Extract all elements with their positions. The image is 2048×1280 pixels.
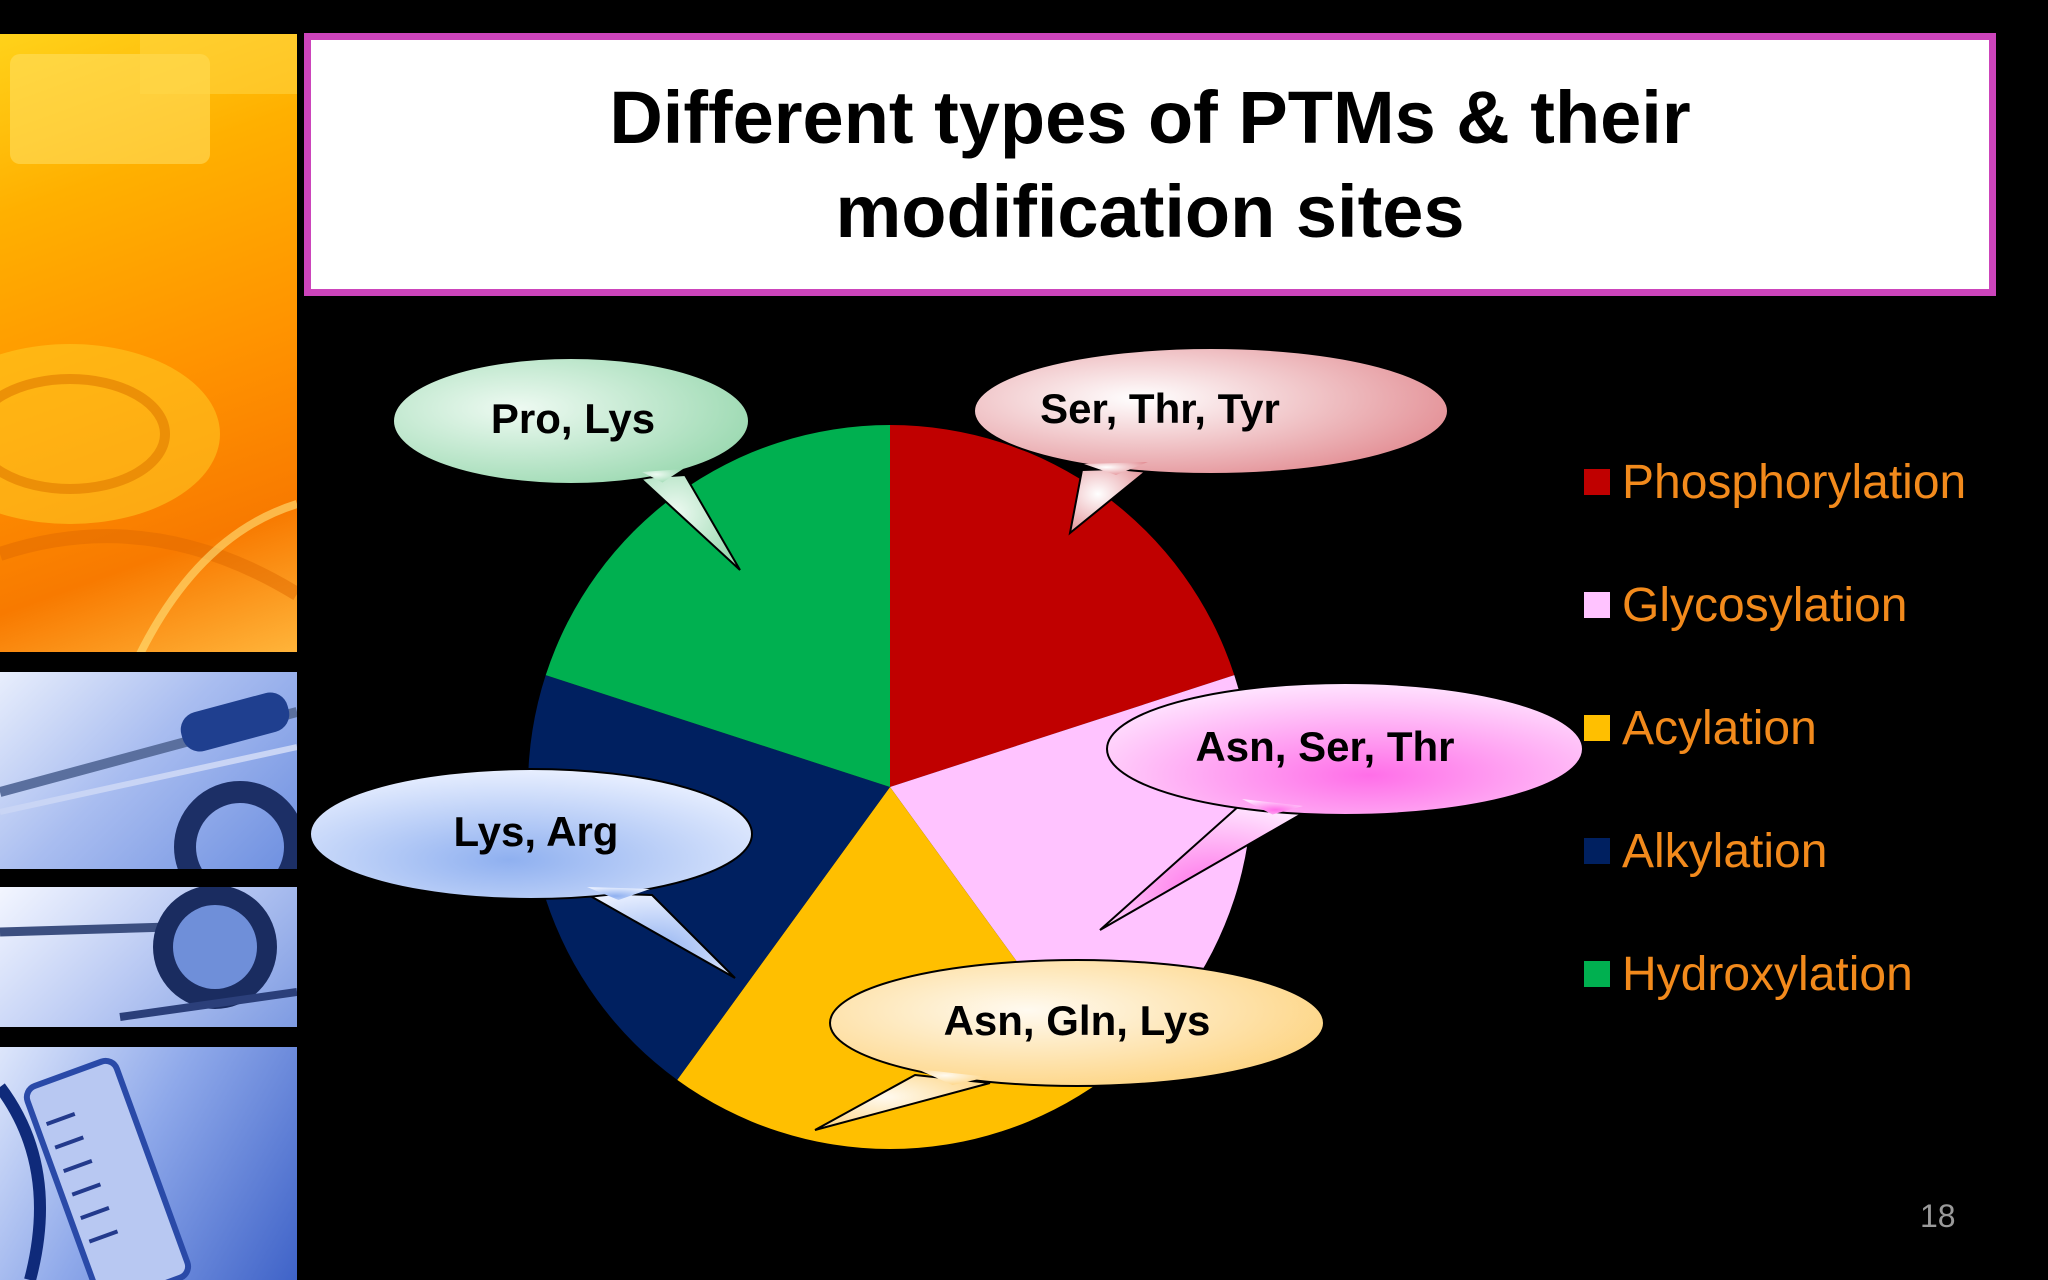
decorative-image-syringe [0, 1047, 297, 1280]
legend-label: Acylation [1622, 701, 1817, 755]
callout-alkylation: Lys, Arg [309, 768, 753, 979]
callout-label: Ser, Thr, Tyr [1040, 385, 1280, 432]
legend-label: Glycosylation [1622, 578, 1908, 632]
decorative-image-stethoscope [0, 34, 297, 652]
legend-label: Hydroxylation [1622, 947, 1913, 1001]
callout-acylation: Asn, Gln, Lys [814, 959, 1325, 1131]
callout-joint [642, 469, 683, 483]
legend-label: Alkylation [1622, 824, 1828, 878]
callout-label: Asn, Ser, Thr [1195, 723, 1454, 770]
legend-swatch [1584, 838, 1610, 864]
callout-label: Pro, Lys [491, 395, 655, 442]
legend-item-acylation: Acylation [1584, 698, 2004, 758]
callout-label: Asn, Gln, Lys [944, 997, 1211, 1044]
slide-title: Different types of PTMs & their modifica… [609, 75, 1691, 253]
pie-slice-phosphorylation [890, 425, 1235, 787]
callout-bubble [1106, 682, 1584, 816]
callout-joint [917, 1069, 988, 1085]
callout-bubble [829, 959, 1325, 1087]
callout-bubble [309, 768, 753, 900]
page-number: 18 [1920, 1198, 1956, 1234]
decorative-image-instrument [0, 672, 297, 869]
callout-joint [1084, 462, 1148, 475]
callout-bubble [392, 357, 750, 485]
pie-slice-hydroxylation [545, 425, 890, 787]
callout-hydroxylation: Pro, Lys [392, 357, 750, 571]
legend-label: Phosphorylation [1622, 455, 1967, 509]
decorative-image-stethoscope-blue [0, 887, 297, 1027]
legend-swatch [1584, 961, 1610, 987]
legend-item-glycosylation: Glycosylation [1584, 575, 2004, 635]
callout-bubble [973, 347, 1449, 475]
legend-item-alkylation: Alkylation [1584, 821, 2004, 881]
callout-joint [1242, 799, 1303, 815]
callout-glycosylation: Asn, Ser, Thr [1099, 682, 1584, 931]
legend-swatch [1584, 592, 1610, 618]
title-box: Different types of PTMs & their modifica… [304, 33, 1996, 296]
legend-swatch [1584, 715, 1610, 741]
legend-swatch [1584, 469, 1610, 495]
legend-item-hydroxylation: Hydroxylation [1584, 944, 2004, 1004]
legend-item-phosphorylation: Phosphorylation [1584, 452, 2004, 512]
callout-joint [587, 887, 650, 900]
callout-phosphorylation: Ser, Thr, Tyr [973, 347, 1449, 536]
callout-label: Lys, Arg [454, 808, 619, 855]
